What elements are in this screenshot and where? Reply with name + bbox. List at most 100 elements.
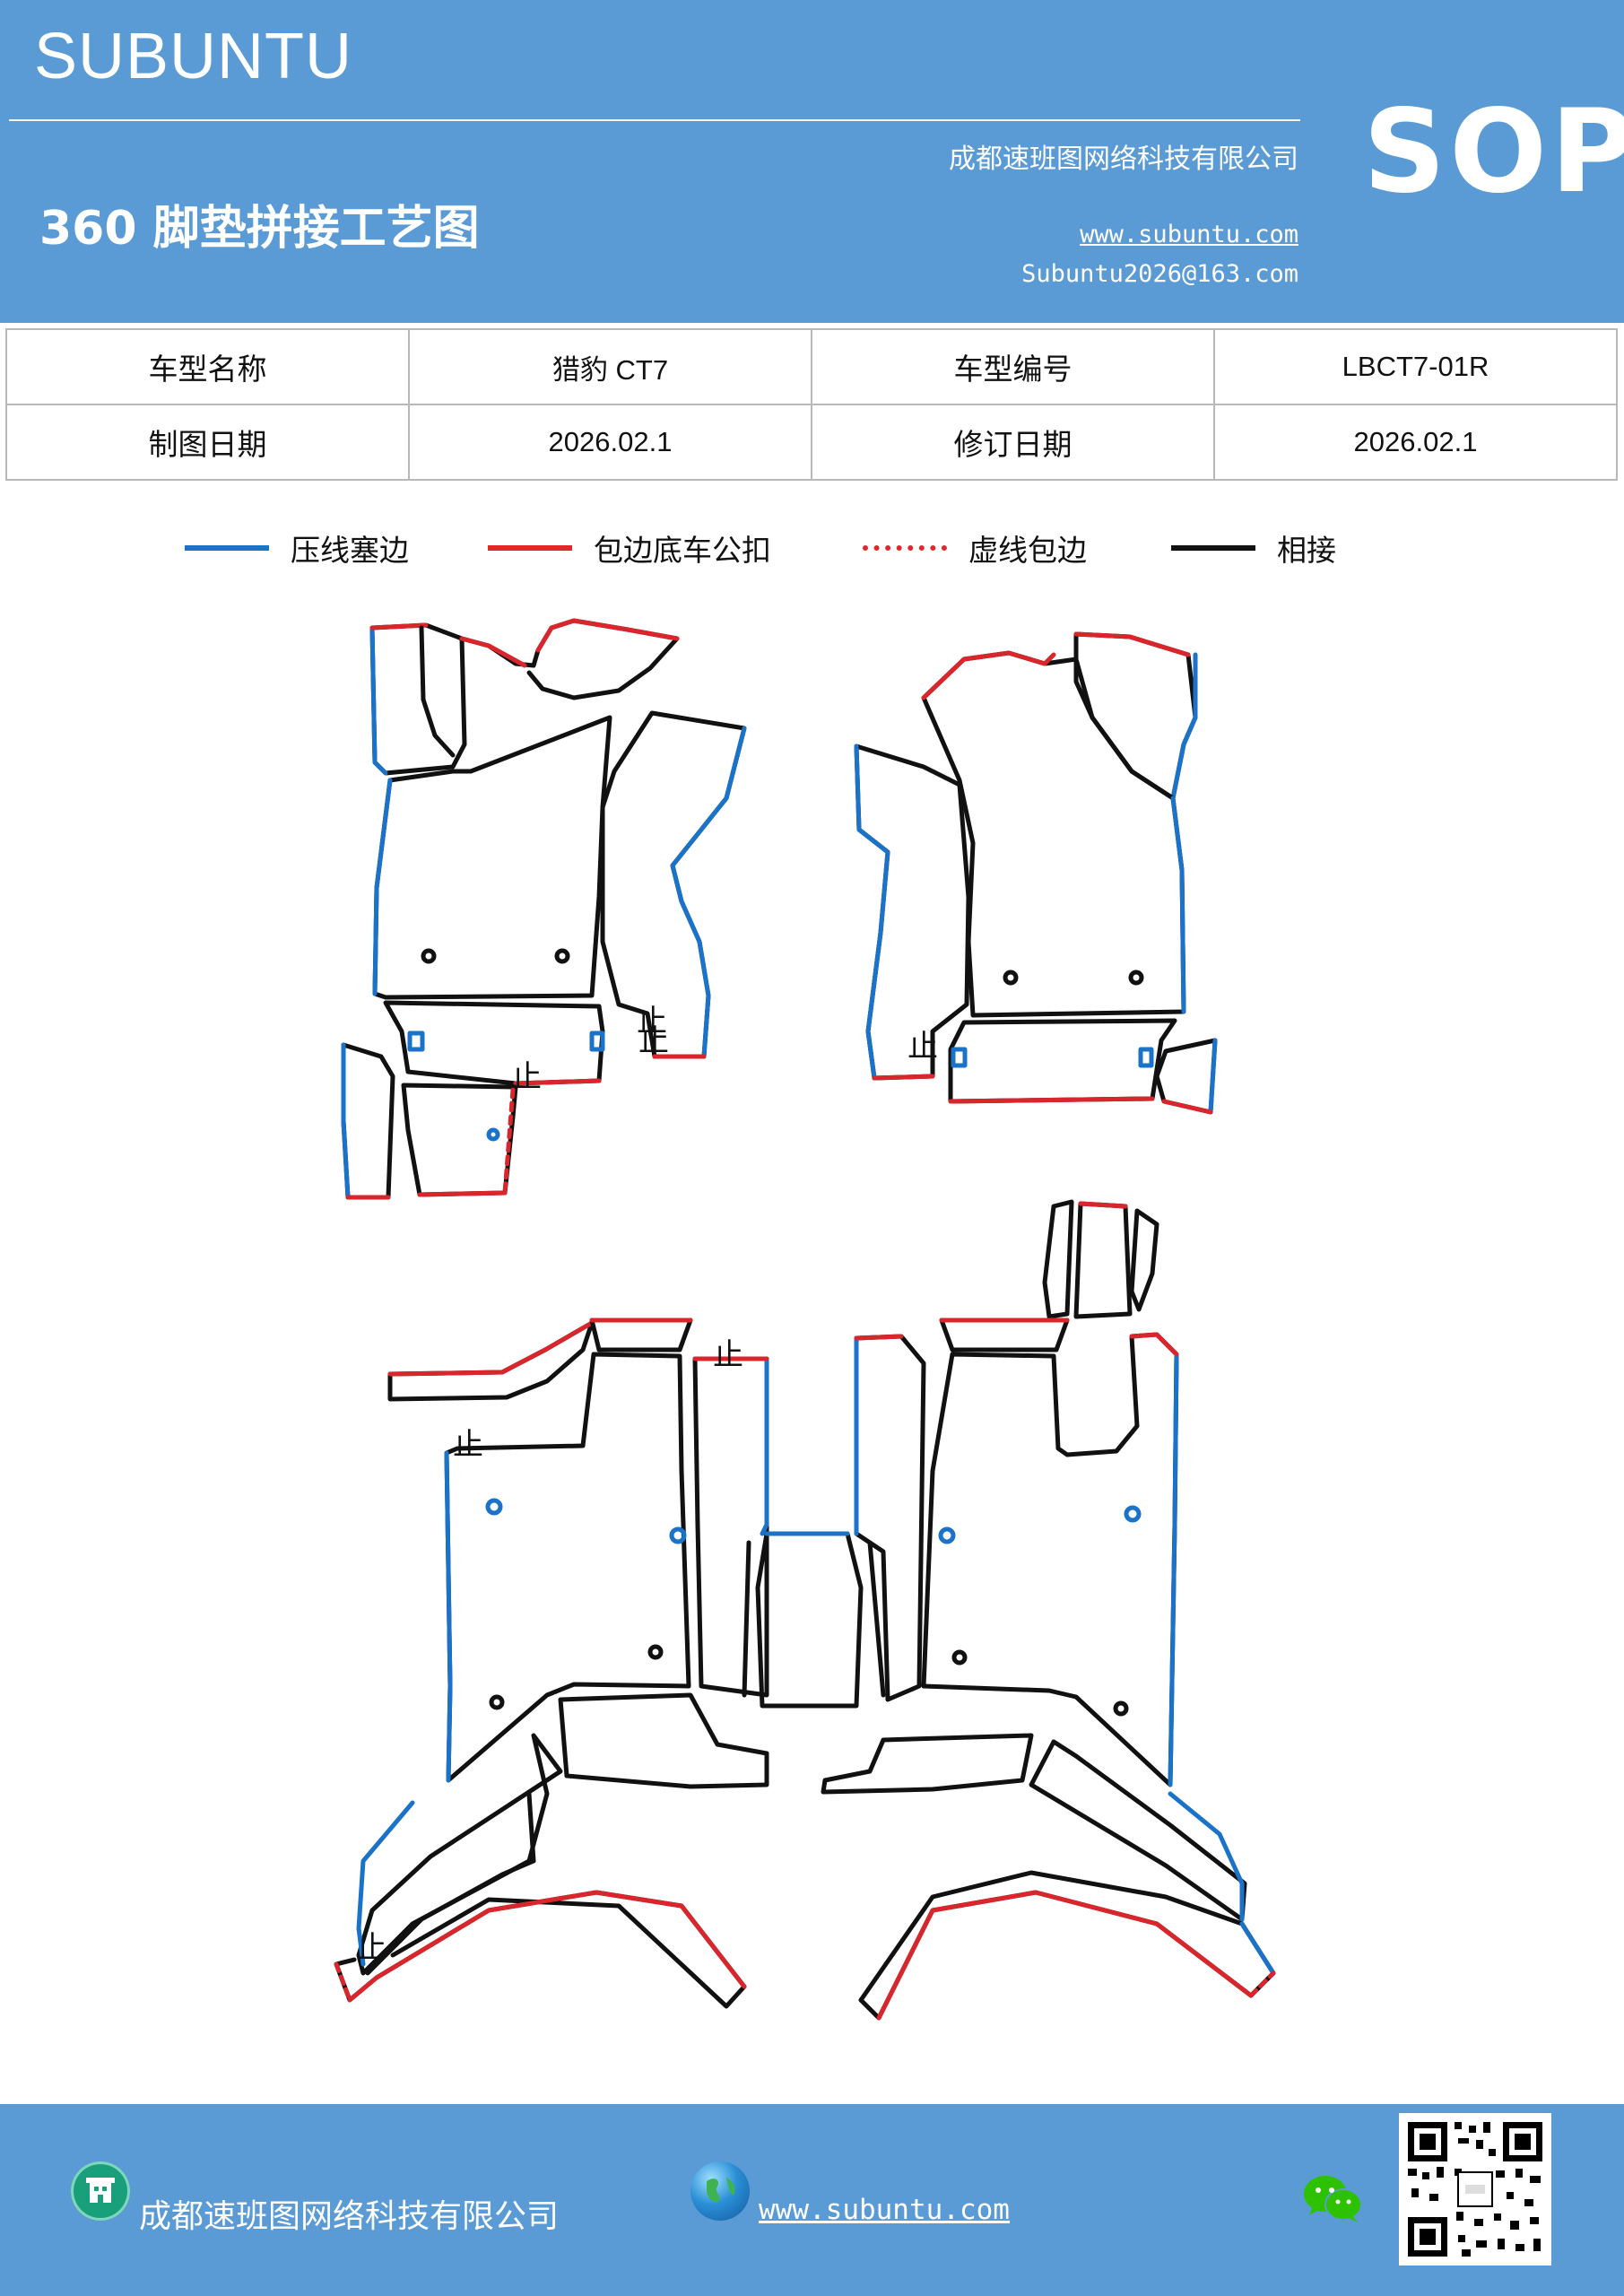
mat-edge-red [369, 622, 429, 631]
footer-website-link[interactable]: www.subuntu.com [759, 2194, 1010, 2226]
mat-piece [692, 1356, 769, 1698]
qr-code[interactable] [1399, 2113, 1551, 2266]
document-title: 360 脚垫拼接工艺图 [39, 202, 480, 256]
footer-company-name: 成都速班图网络科技有限公司 [139, 2198, 560, 2235]
building-icon [71, 2161, 130, 2221]
mat-hole [421, 948, 437, 964]
footer-banner: 成都速班图网络科技有限公司 www.subuntu.com [0, 2104, 1624, 2296]
mat-edge-press [854, 744, 890, 1081]
legend-red-dotted-line [863, 545, 947, 551]
mat-edge-red [347, 1890, 747, 2003]
mat-piece [383, 1000, 605, 1086]
stop-mark: 止 [908, 1029, 938, 1065]
sop-label: SOP [1363, 85, 1624, 219]
model-code-label: 车型编号 [811, 328, 1215, 405]
mat-hole [489, 1694, 505, 1710]
vehicle-info-table: 车型名称 猎豹 CT7 车型编号 LBCT7-01R 制图日期 2026.02.… [5, 328, 1618, 481]
stop-mark: 止 [713, 1337, 743, 1373]
legend-label: 包边底车公扣 [594, 533, 771, 568]
mat-edge-dotted [1248, 1970, 1276, 1998]
legend-item-join: 相接 [1171, 517, 1336, 579]
mat-edge-red [1078, 1201, 1128, 1209]
mat-piece [401, 1083, 518, 1197]
legend-red-line [488, 545, 572, 551]
draw-date-value: 2026.02.1 [408, 404, 812, 481]
mat-edge-red [387, 1320, 595, 1377]
legend-item-edge: 包边底车公扣 [488, 517, 771, 579]
mat-edge-press [341, 1042, 351, 1200]
legend-label: 压线塞边 [291, 533, 409, 568]
mat-edge-red [854, 1334, 904, 1341]
model-name-label: 车型名称 [5, 328, 410, 405]
mat-piece [1042, 1199, 1074, 1319]
mat-hole [1128, 970, 1144, 986]
mat-seam [742, 1540, 886, 1698]
floor-mat-diagram: 止 止 止 止 止 止 止 [334, 618, 1276, 2021]
legend-item-dotted: 虚线包边 [863, 517, 1087, 579]
mat-piece [858, 1870, 1276, 2021]
mat-edge-press [670, 726, 747, 1059]
mat-hole [486, 1127, 500, 1142]
stop-mark: 止 [511, 1059, 542, 1095]
mat-edge-red [872, 1074, 935, 1081]
front-left-mat-group [341, 618, 747, 1200]
stop-mark: 止 [453, 1427, 483, 1463]
mat-piece [821, 1733, 1034, 1795]
mat-piece [372, 715, 612, 1000]
mat-edge-red [459, 636, 527, 668]
mat-edge-red [535, 618, 680, 653]
mat-clip [407, 1031, 425, 1052]
mat-piece [341, 1042, 395, 1200]
mat-edge-red [513, 1078, 602, 1086]
mat-edge-press [1239, 1921, 1276, 1976]
mat-edge-red [921, 650, 1056, 700]
mat-edge-red [876, 1890, 1254, 2021]
mat-edge-dotted [502, 1087, 516, 1196]
mat-seam [365, 1791, 536, 1976]
wechat-icon[interactable] [1302, 2172, 1365, 2230]
mat-hole [1124, 1505, 1142, 1523]
legend-black-line [1171, 545, 1255, 551]
mat-hole [1113, 1700, 1129, 1717]
mat-hole [938, 1526, 956, 1544]
table-row: 车型名称 猎豹 CT7 车型编号 LBCT7-01R [5, 328, 1618, 405]
header-banner: SUBUNTU 成都速班图网络科技有限公司 SOP 360 脚垫拼接工艺图 ww… [0, 0, 1624, 323]
front-right-mat-group [854, 631, 1218, 1115]
table-row: 制图日期 2026.02.1 修订日期 2026.02.1 [5, 404, 1618, 481]
legend-item-press: 压线塞边 [185, 517, 409, 579]
company-name: 成都速班图网络科技有限公司 [949, 144, 1298, 175]
mat-edge-press [1168, 1352, 1179, 1787]
legend-label: 虚线包边 [968, 533, 1087, 568]
mat-clip [951, 1047, 968, 1068]
mat-edge-press [760, 1356, 769, 1536]
mat-hole [951, 1649, 968, 1665]
legend-label: 相接 [1277, 533, 1336, 568]
stop-marks: 止 止 止 止 止 止 止 [356, 1004, 938, 1966]
mat-piece [589, 1318, 693, 1352]
mat-edge-press [444, 1450, 453, 1783]
mat-edge-press [369, 625, 388, 776]
mat-edge-red [948, 1096, 1155, 1104]
mat-clip [589, 1031, 605, 1052]
mat-hole [669, 1526, 687, 1544]
mat-edge-press [1170, 652, 1198, 801]
mat-edge-red [1073, 631, 1191, 657]
website-link[interactable]: www.subuntu.com [1080, 221, 1298, 248]
legend-blue-line [185, 545, 269, 551]
mat-edge-press [372, 778, 393, 996]
mat-piece [600, 710, 747, 1059]
mat-edge-press [1170, 796, 1186, 1014]
mat-edge-red [417, 1190, 508, 1197]
mat-edge-red [1129, 1332, 1179, 1357]
model-name-value: 猎豹 CT7 [408, 328, 812, 405]
mat-piece [921, 1332, 1179, 1787]
globe-icon [690, 2161, 750, 2221]
mat-piece [939, 1318, 1070, 1352]
mat-piece [854, 1334, 926, 1702]
stop-mark: 止 [638, 1023, 669, 1059]
stop-mark: 止 [356, 1930, 386, 1966]
mat-hole [485, 1498, 503, 1516]
mat-edge-press [356, 1800, 415, 1967]
stop-mark: 止 [637, 1004, 667, 1039]
revision-date-value: 2026.02.1 [1213, 404, 1618, 481]
